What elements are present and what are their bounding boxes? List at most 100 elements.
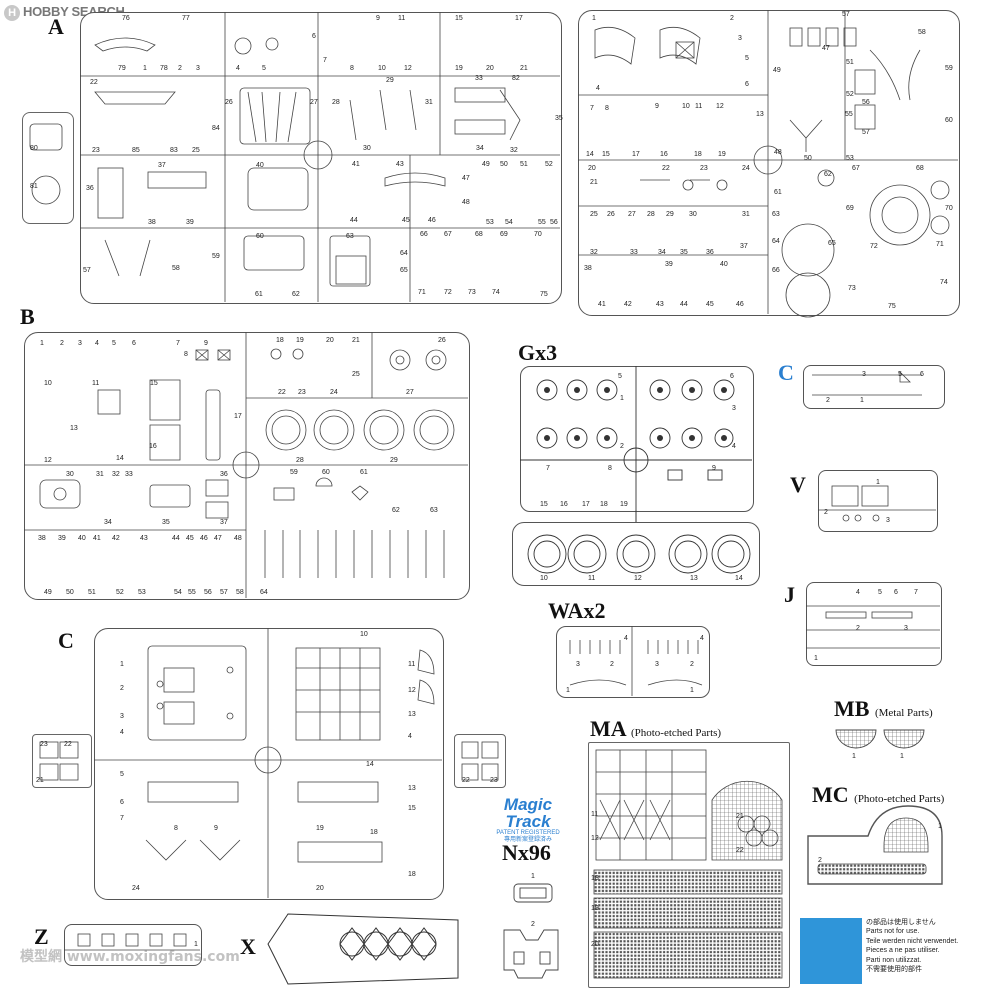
sprue-c-right-tab [454,734,506,788]
svg-text:17: 17 [234,413,242,420]
svg-text:10: 10 [378,65,386,72]
svg-text:1: 1 [876,479,880,486]
svg-text:62: 62 [392,507,400,514]
svg-text:9: 9 [712,465,716,472]
svg-text:19: 19 [718,151,726,158]
svg-text:13: 13 [408,785,416,792]
svg-text:12: 12 [591,835,599,842]
svg-text:46: 46 [428,217,436,224]
svg-text:8: 8 [174,825,178,832]
svg-text:15: 15 [150,380,158,387]
svg-text:2: 2 [60,340,64,347]
svg-text:12: 12 [44,457,52,464]
sprue-b-frame [24,332,470,600]
sprue-c-large-frame [94,628,444,900]
svg-text:7: 7 [323,57,327,64]
svg-text:19: 19 [316,825,324,832]
svg-text:10: 10 [682,103,690,110]
svg-text:31: 31 [742,211,750,218]
svg-text:52: 52 [846,91,854,98]
svg-text:57: 57 [83,267,91,274]
svg-text:23: 23 [40,741,48,748]
svg-text:10: 10 [360,631,368,638]
svg-text:80: 80 [30,145,38,152]
svg-text:64: 64 [400,250,408,257]
svg-text:4: 4 [120,729,124,736]
svg-text:18: 18 [276,337,284,344]
sprue-a-side-tab [22,112,74,224]
svg-text:18: 18 [370,829,378,836]
svg-text:31: 31 [425,99,433,106]
svg-text:7: 7 [120,815,124,822]
svg-text:14: 14 [116,455,124,462]
svg-text:22: 22 [64,741,72,748]
svg-text:49: 49 [482,161,490,168]
svg-text:11: 11 [591,811,598,818]
svg-text:11: 11 [695,103,702,110]
svg-text:78: 78 [160,65,168,72]
svg-text:4: 4 [95,340,99,347]
svg-text:35: 35 [162,519,170,526]
svg-text:1: 1 [194,941,198,948]
svg-text:60: 60 [322,469,330,476]
svg-text:11: 11 [398,15,405,22]
svg-text:42: 42 [624,301,632,308]
svg-text:37: 37 [158,162,166,169]
svg-text:16: 16 [560,501,568,508]
svg-text:83: 83 [170,147,178,154]
svg-text:48: 48 [234,535,242,542]
svg-text:44: 44 [172,535,180,542]
svg-text:13: 13 [408,711,416,718]
svg-text:63: 63 [430,507,438,514]
svg-text:35: 35 [680,249,688,256]
svg-text:85: 85 [132,147,140,154]
svg-text:26: 26 [438,337,446,344]
svg-text:19: 19 [296,337,304,344]
svg-text:41: 41 [352,161,360,168]
svg-text:1: 1 [120,661,124,668]
svg-text:74: 74 [940,279,948,286]
svg-text:16: 16 [149,443,157,450]
svg-text:27: 27 [406,389,414,396]
svg-text:16: 16 [660,151,668,158]
svg-text:54: 54 [174,589,182,596]
svg-text:11: 11 [408,661,415,668]
svg-text:28: 28 [332,99,340,106]
sprue-b-label: B [20,304,35,329]
sprue-mb-letter: MB [834,696,870,721]
svg-text:46: 46 [200,535,208,542]
svg-text:12: 12 [634,575,642,582]
svg-text:1: 1 [592,15,596,22]
svg-text:7: 7 [546,465,550,472]
svg-text:70: 70 [534,231,542,238]
svg-text:36: 36 [706,249,714,256]
svg-text:32: 32 [510,147,518,154]
svg-text:37: 37 [740,243,748,250]
magic-track-logo: Magic Track PATENT REGISTERED 專用新案登録済み [486,796,570,844]
svg-text:38: 38 [38,535,46,542]
svg-text:47: 47 [214,535,222,542]
svg-text:34: 34 [658,249,666,256]
sprue-a-prime-frame [578,10,960,316]
svg-text:7: 7 [176,340,180,347]
svg-text:51: 51 [88,589,96,596]
svg-text:1: 1 [690,687,694,694]
svg-text:22: 22 [90,79,98,86]
svg-text:24: 24 [742,165,750,172]
svg-text:67: 67 [852,165,860,172]
svg-text:12: 12 [408,687,416,694]
svg-text:4: 4 [732,443,736,450]
svg-text:51: 51 [520,161,528,168]
svg-text:62: 62 [824,171,832,178]
svg-text:14: 14 [586,151,594,158]
svg-text:17: 17 [515,15,523,22]
svg-text:1: 1 [620,395,624,402]
svg-text:2: 2 [120,685,124,692]
svg-text:5: 5 [120,771,124,778]
svg-text:22: 22 [462,777,470,784]
svg-text:5: 5 [618,373,622,380]
svg-text:1: 1 [531,873,535,880]
svg-text:73: 73 [848,285,856,292]
